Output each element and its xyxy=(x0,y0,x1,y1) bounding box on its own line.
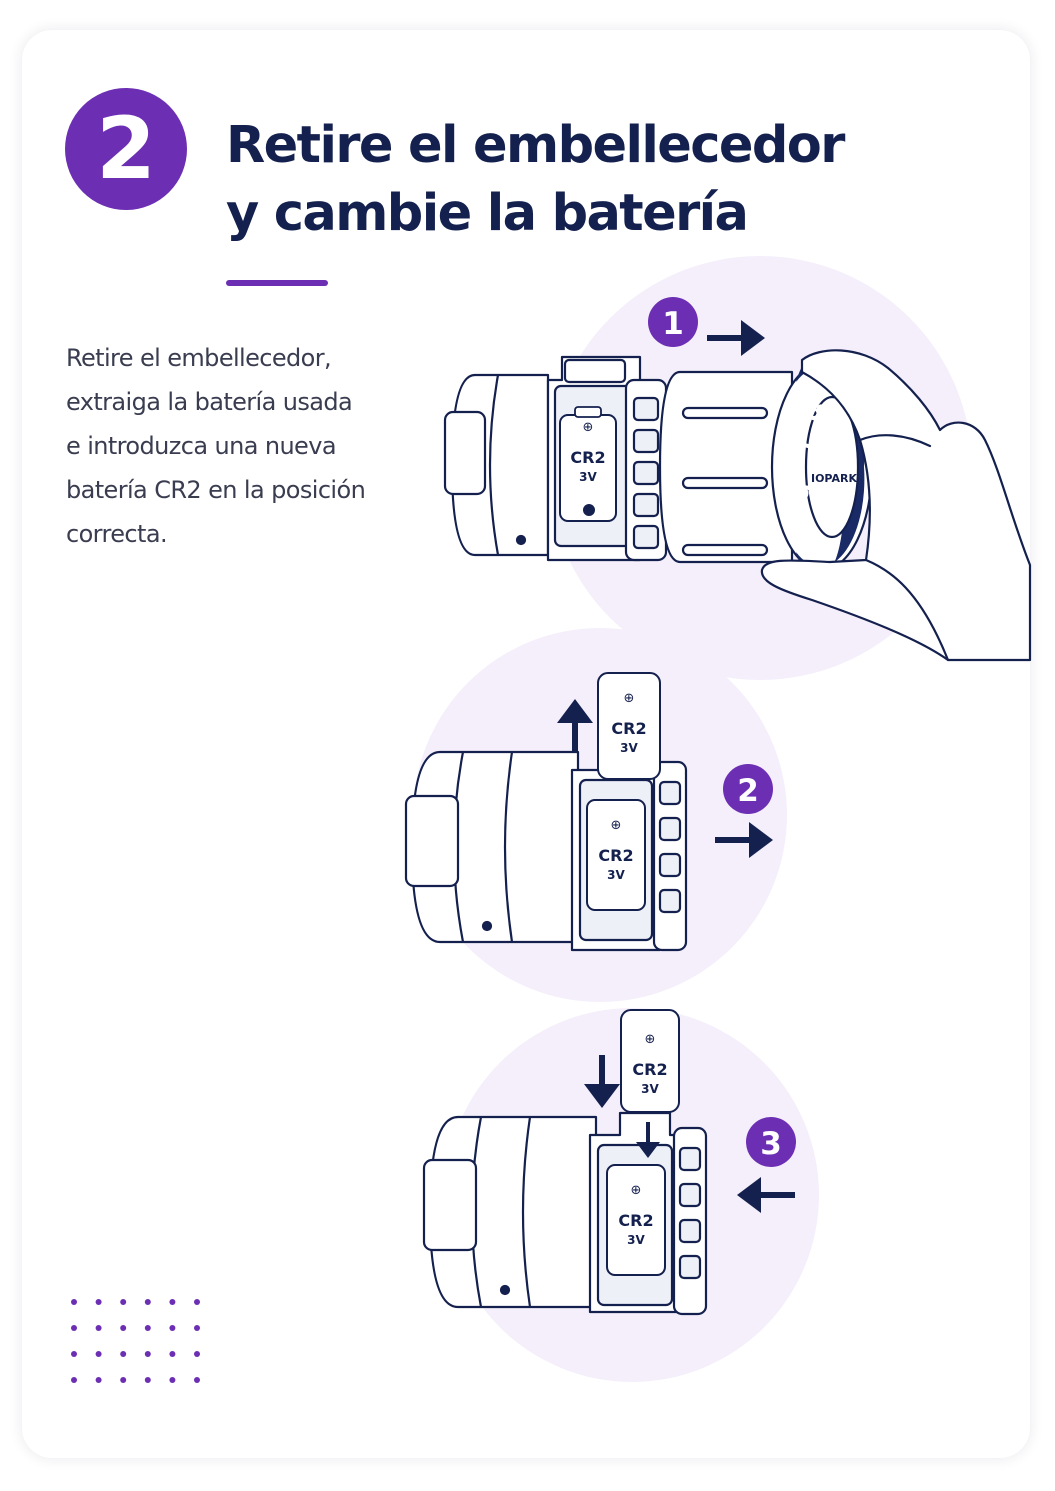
battery-panel-2-lifted: ⊕ CR2 3V xyxy=(597,672,661,780)
decorative-dot xyxy=(120,1299,127,1305)
instruction-line: extraiga la batería usada xyxy=(66,388,353,416)
decorative-dot xyxy=(95,1325,102,1331)
substep-2-badge xyxy=(723,764,773,814)
rear-window xyxy=(443,410,487,496)
decorative-dot xyxy=(120,1377,127,1383)
decorative-dot xyxy=(144,1325,151,1331)
battery-voltage: 3V xyxy=(607,868,625,882)
front-cover xyxy=(658,370,794,564)
decorative-dot xyxy=(95,1299,102,1305)
decorative-dot xyxy=(71,1377,77,1383)
panel-1-remove-cover xyxy=(443,353,874,581)
battery-polarity: ⊕ xyxy=(611,818,622,833)
battery-polarity: ⊕ xyxy=(631,1183,642,1198)
decorative-dot xyxy=(71,1351,77,1357)
rear-screw-icon xyxy=(515,534,527,546)
title-line-1: Retire el embellecedor xyxy=(226,116,845,175)
instruction-line: e introduzca una nueva xyxy=(66,432,337,460)
decorative-dot-grid xyxy=(71,1299,200,1383)
decorative-dot xyxy=(71,1325,77,1331)
battery-voltage: 3V xyxy=(627,1233,645,1247)
dial-number: 7 xyxy=(796,436,826,456)
battery-voltage: 3V xyxy=(620,741,638,755)
substep-3-number: 3 xyxy=(760,1126,782,1162)
rear-screw-icon xyxy=(499,1284,511,1296)
substep-1-badge xyxy=(648,297,698,347)
substep-1-number: 1 xyxy=(662,306,684,342)
decorative-dot xyxy=(194,1299,200,1305)
brand-logo-text: IOPARK xyxy=(811,472,857,485)
instruction-line: batería CR2 en la posición xyxy=(66,476,366,504)
battery-label: CR2 xyxy=(570,448,605,467)
battery-panel-1: ⊕ CR2 3V xyxy=(559,406,617,522)
battery-polarity: ⊕ xyxy=(624,691,635,706)
battery-label: CR2 xyxy=(632,1060,667,1079)
battery-panel-3-inside: ⊕ CR2 3V xyxy=(606,1164,666,1276)
hand-illustration xyxy=(760,349,1032,662)
instruction-line: correcta. xyxy=(66,520,168,548)
decorative-dot xyxy=(169,1351,176,1357)
decorative-dot xyxy=(120,1351,127,1357)
battery-voltage: 3V xyxy=(641,1082,659,1096)
decorative-dot xyxy=(120,1325,127,1331)
dial-number: 6 xyxy=(791,483,820,501)
decorative-dot xyxy=(144,1377,151,1383)
battery-label: CR2 xyxy=(611,719,646,738)
decorative-dot xyxy=(169,1299,176,1305)
decorative-dot xyxy=(169,1377,176,1383)
rear-window xyxy=(422,1158,478,1252)
step-number: 2 xyxy=(96,99,156,199)
page-title: Retire el embellecedor y cambie la bater… xyxy=(226,112,845,248)
title-line-2: y cambie la batería xyxy=(226,184,749,243)
substep-2-number: 2 xyxy=(737,773,759,809)
decorative-dot xyxy=(71,1299,77,1305)
battery-panel-3-new: ⊕ CR2 3V xyxy=(620,1009,680,1113)
battery-panel-2-inside: ⊕ CR2 3V xyxy=(586,799,646,911)
substep-3-badge xyxy=(746,1117,796,1167)
instruction-text: Retire el embellecedor, extraiga la bate… xyxy=(66,336,411,556)
rear-window xyxy=(404,794,460,888)
decorative-dot xyxy=(95,1377,102,1383)
decorative-dot xyxy=(95,1351,102,1357)
dial-number: 5 xyxy=(793,523,824,545)
title-underline xyxy=(226,280,328,286)
step-number-badge: 2 xyxy=(65,88,187,210)
battery-voltage: 3V xyxy=(579,470,597,484)
rear-screw-icon xyxy=(481,920,493,932)
decorative-dot xyxy=(194,1377,200,1383)
decorative-dot xyxy=(169,1325,176,1331)
battery-label: CR2 xyxy=(618,1211,653,1230)
battery-polarity: ⊕ xyxy=(645,1032,656,1047)
battery-label: CR2 xyxy=(598,846,633,865)
battery-polarity: ⊕ xyxy=(583,420,594,435)
decorative-dot xyxy=(194,1351,200,1357)
decorative-dot xyxy=(144,1351,151,1357)
decorative-dot xyxy=(144,1299,151,1305)
decorative-dot xyxy=(194,1325,200,1331)
instruction-line: Retire el embellecedor, xyxy=(66,344,332,372)
